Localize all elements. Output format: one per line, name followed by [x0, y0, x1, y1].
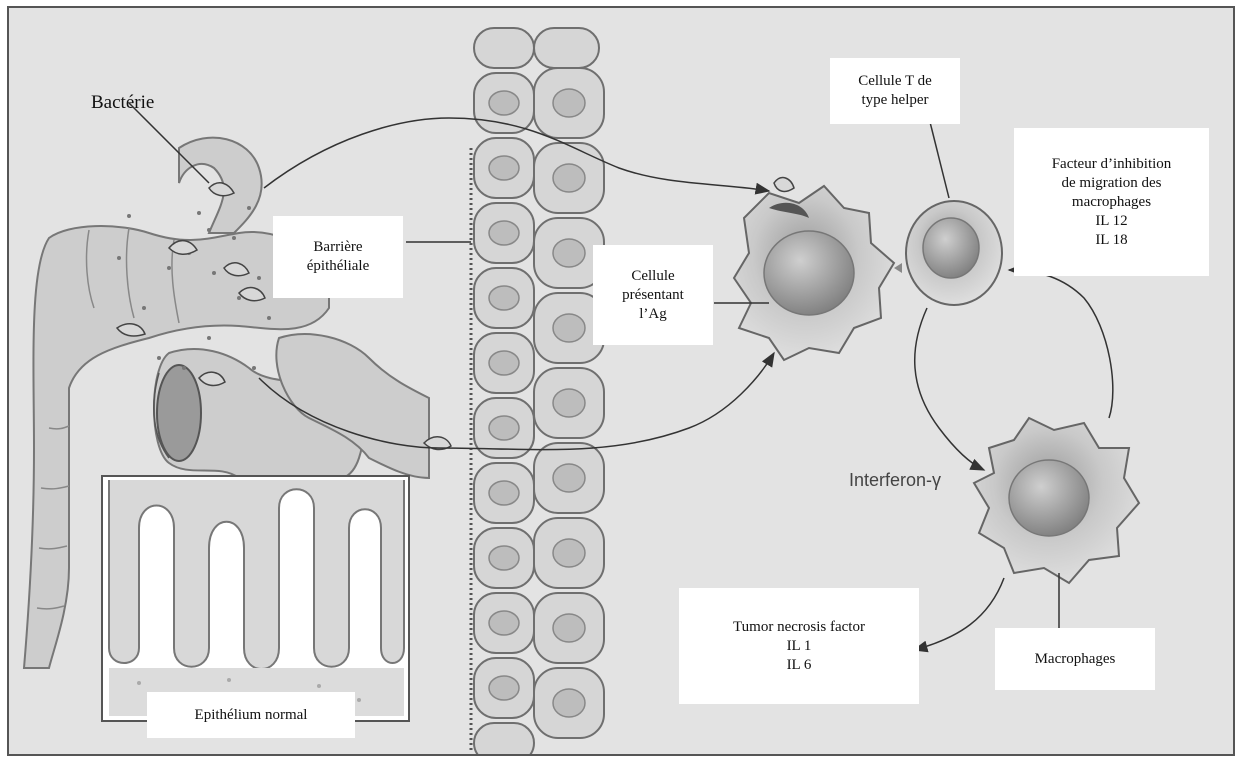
label-interferon-gamma: Interferon-γ — [849, 470, 941, 491]
label-macrophages: Macrophages — [995, 628, 1155, 690]
tube-opening — [157, 365, 201, 461]
inset-normal-epithelium — [102, 476, 409, 721]
epithelial-column — [474, 28, 604, 756]
label-epithelium-normal: Epithélium normal — [147, 692, 355, 738]
label-bacterie: Bactérie — [91, 92, 154, 114]
antigen-presenting-cell — [734, 186, 894, 360]
macrophage-cell — [974, 418, 1139, 583]
t-helper-cell — [894, 201, 1002, 305]
